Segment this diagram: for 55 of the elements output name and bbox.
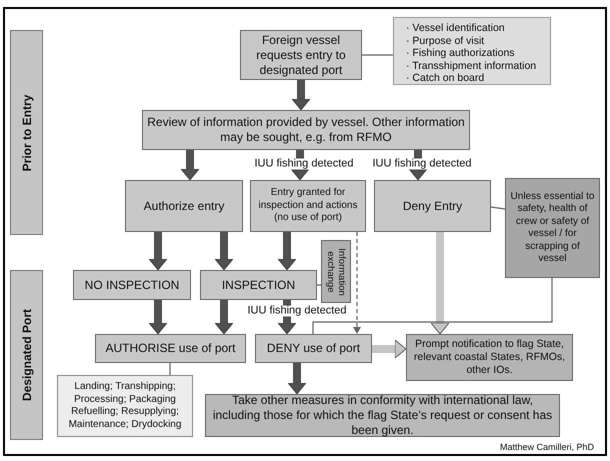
block-arrow xyxy=(180,150,200,180)
block-arrow xyxy=(408,150,428,180)
box-label: Landing; Transhipping; Processing; Packaging Refuelling; Resupplying; Maintenance; Drydocking xyxy=(68,381,182,431)
box-label: Authorize entry xyxy=(144,198,224,214)
box-label: INSPECTION xyxy=(222,278,296,292)
process-box xyxy=(406,334,573,381)
dashed-arrow xyxy=(353,232,361,334)
process-box xyxy=(73,270,191,300)
box-label: Take other measures in conformity with international law, including those for which the flag State’s request or consent has been given. xyxy=(212,393,554,438)
connector-line xyxy=(312,278,553,334)
note-box xyxy=(321,240,351,303)
process-box xyxy=(125,180,243,232)
box-label: Entry granted for inspection and actions (no use of port) xyxy=(258,187,358,225)
list-item: · Transshipment information xyxy=(406,60,538,72)
connector-line xyxy=(490,206,506,210)
box-label: Prompt notification to flag State, relevant coastal States, RFMOs, other IOs. xyxy=(412,338,566,378)
info-list-box xyxy=(393,17,551,85)
list-item: · Catch on board xyxy=(406,72,486,84)
list-item: · Purpose of visit xyxy=(406,34,486,47)
block-arrow xyxy=(278,300,296,334)
process-box xyxy=(374,180,491,232)
box-label: Foreign vessel requests entry to designated port xyxy=(255,32,347,78)
block-arrow xyxy=(214,232,234,270)
process-box xyxy=(200,270,317,300)
phase-band xyxy=(10,30,43,235)
box-label: Deny Entry xyxy=(402,198,462,214)
list-item: · Fishing authorizations xyxy=(406,47,516,60)
box-label: Unless essential to safety, health of crew or safety of vessel / for scrapping of vessel xyxy=(510,190,595,266)
process-box xyxy=(255,334,372,363)
connector-line xyxy=(169,363,171,375)
block-arrow xyxy=(292,80,310,110)
box-label: AUTHORISE use of port xyxy=(105,341,236,356)
process-box xyxy=(240,30,362,80)
box-label: Information exchange xyxy=(325,246,347,298)
phase-label: Prior to Entry xyxy=(18,94,34,171)
block-arrow xyxy=(278,232,296,270)
phase-band xyxy=(10,270,43,440)
note-box xyxy=(57,375,193,437)
connector-line xyxy=(362,54,393,56)
box-label: Review of information provided by vessel. Other information may be sought, e.g. from RFMO xyxy=(147,115,465,145)
block-arrow xyxy=(148,232,168,270)
block-arrow xyxy=(372,340,406,358)
list-item: · Vessel identification xyxy=(406,22,506,34)
box-label: NO INSPECTION xyxy=(84,278,180,292)
process-box xyxy=(250,180,366,232)
block-arrow xyxy=(290,150,310,180)
process-box xyxy=(95,334,246,363)
block-arrow xyxy=(214,300,234,334)
author-credit: Matthew Camilleri, PhD xyxy=(500,441,594,454)
note-box xyxy=(505,178,600,278)
block-arrow xyxy=(148,300,168,334)
block-arrow xyxy=(430,232,450,334)
phase-label: Designated Port xyxy=(18,309,34,401)
block-arrow xyxy=(288,363,306,394)
box-label: DENY use of port xyxy=(266,341,360,356)
